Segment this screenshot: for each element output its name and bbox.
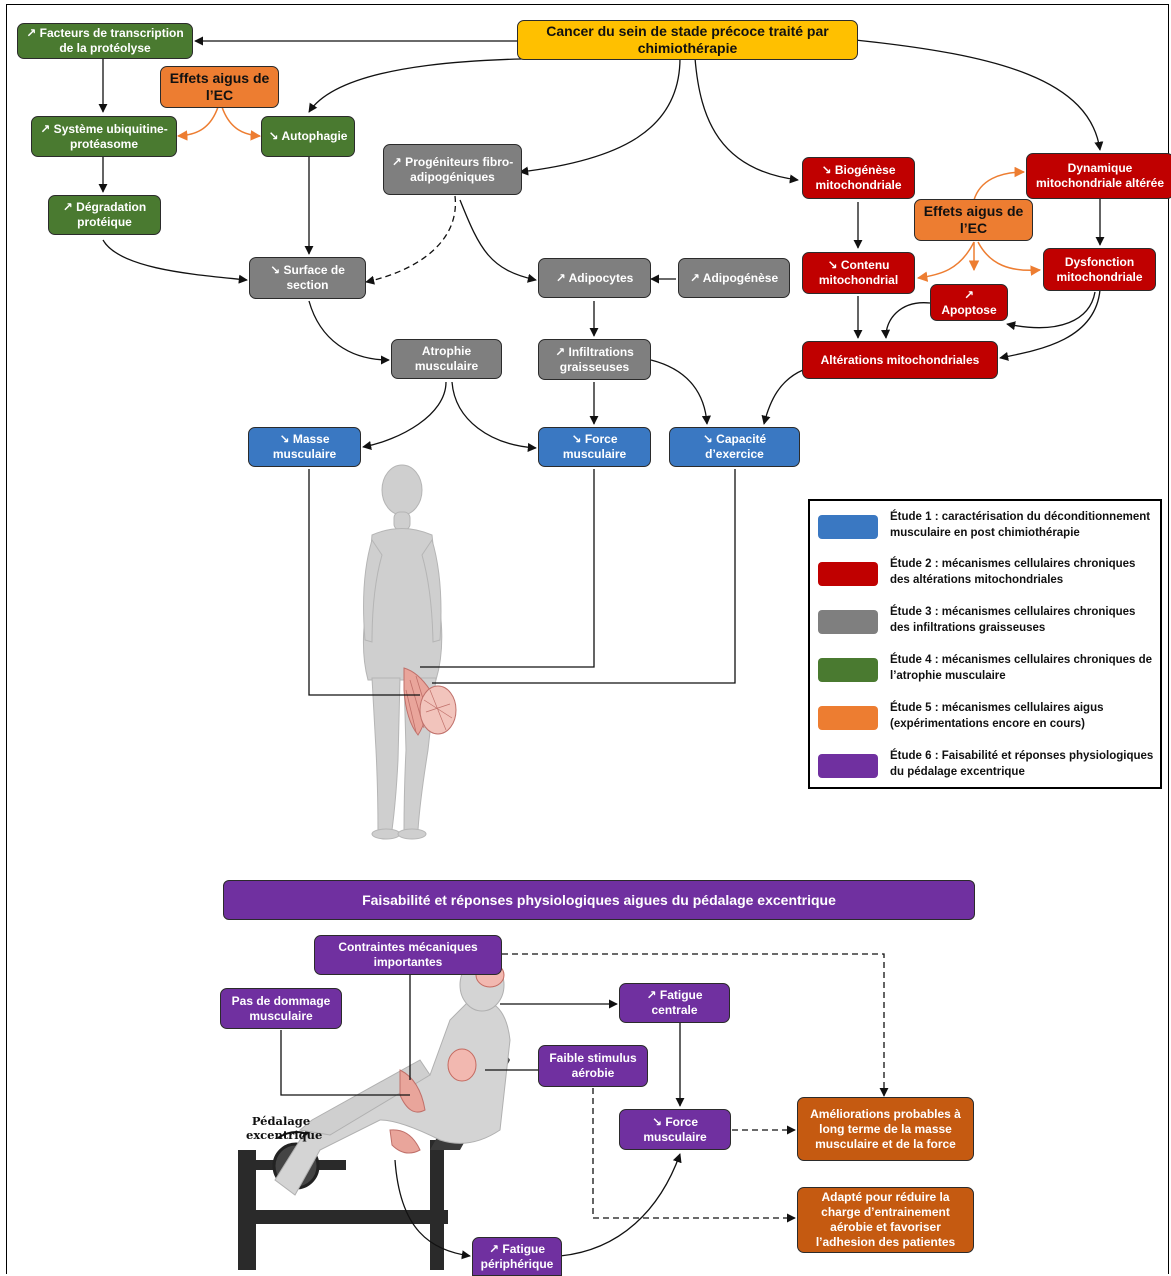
legend-text: Étude 6 : Faisabilité et réponses physio… [890,750,1154,778]
legend: Étude 1 : caractérisation du décondition… [808,499,1162,789]
legend-text: Étude 3 : mécanismes cellulaires chroniq… [890,606,1136,634]
node-fatigue-peripherique: ↗ Fatigue périphérique [472,1237,562,1276]
node-ameliorations: Améliorations probables à long terme de … [797,1097,974,1161]
section-banner: Faisabilité et réponses physiologiques a… [223,880,975,920]
eccentric-cycling-illustration [238,958,511,1270]
legend-text: Étude 1 : caractérisation du décondition… [890,511,1151,539]
node-dynamique: Dynamique mitochondriale altérée [1026,153,1171,199]
bottom-dashed-connectors [502,953,889,1223]
legend-swatch [818,562,878,586]
legend-text: Étude 5 : mécanismes cellulaires aigus (… [890,702,1104,730]
node-atrophie: Atrophie musculaire [391,339,502,379]
node-surface: ↘ Surface de section [249,257,366,299]
legend-item-study-4: Étude 4 : mécanismes cellulaires chroniq… [818,652,1154,688]
node-biogenese: ↘ Biogénèse mitochondriale [802,157,915,199]
legend-swatch [818,515,878,539]
legend-item-study-3: Étude 3 : mécanismes cellulaires chroniq… [818,604,1154,640]
legend-swatch [818,610,878,634]
node-effets-aigus-left: Effets aigus de l’EC [160,66,279,108]
node-stimulus: Faible stimulus aérobie [538,1045,648,1087]
legend-text: Étude 2 : mécanismes cellulaires chroniq… [890,558,1136,586]
node-contenu: ↘ Contenu mitochondrial [802,252,915,294]
node-degradation: ↗ Dégradation protéique [48,195,161,235]
top-connectors [98,36,1105,696]
node-progeniteurs: ↗ Progéniteurs fibro-adipogéniques [383,144,522,195]
node-capacite: ↘ Capacité d’exercice [669,427,800,467]
figure-frame [6,4,1169,1274]
human-figure-illustration [362,464,443,840]
node-fatigue-centrale: ↗ Fatigue centrale [619,983,730,1023]
legend-item-study-1: Étude 1 : caractérisation du décondition… [818,509,1154,545]
node-dysfonction: Dysfonction mitochondriale [1043,248,1156,291]
bottom-connectors [280,975,685,1260]
node-adipogenese: ↗ Adipogénèse [678,258,790,298]
node-force-bottom: ↘ Force musculaire [619,1109,731,1150]
node-tf-proteolyse: ↗ Facteurs de transcription de la protéo… [17,23,193,59]
node-autophagie: ↘ Autophagie [261,116,355,157]
thigh-muscle-illustration [403,667,457,736]
node-masse: ↘ Masse musculaire [248,427,361,467]
legend-swatch [818,706,878,730]
node-adipocytes: ↗ Adipocytes [538,258,651,298]
node-cancer: Cancer du sein de stade précoce traité p… [517,20,858,60]
orange-connectors [176,106,1042,282]
node-adapte: Adapté pour réduire la charge d’entraine… [797,1187,974,1253]
legend-item-study-6: Étude 6 : Faisabilité et réponses physio… [818,748,1154,784]
legend-swatch [818,754,878,778]
legend-item-study-2: Étude 2 : mécanismes cellulaires chroniq… [818,556,1154,592]
node-dommage: Pas de dommage musculaire [220,988,342,1029]
dashed-connector [365,195,457,285]
node-contraintes: Contraintes mécaniques importantes [314,935,502,975]
node-alterations: Altérations mitochondriales [802,341,998,379]
legend-swatch [818,658,878,682]
node-ubiquitine: ↗ Système ubiquitine-protéasome [31,116,177,157]
legend-item-study-5: Étude 5 : mécanismes cellulaires aigus (… [818,700,1154,736]
node-infiltrations: ↗ Infiltrations graisseuses [538,339,651,380]
node-force: ↘ Force musculaire [538,427,651,467]
legend-text: Étude 4 : mécanismes cellulaires chroniq… [890,654,1153,682]
node-effets-aigus-right: Effets aigus de l’EC [914,199,1033,241]
pedalage-label: Pédalage excentrique [246,1114,323,1142]
node-apoptose: ↗ Apoptose [930,284,1008,321]
